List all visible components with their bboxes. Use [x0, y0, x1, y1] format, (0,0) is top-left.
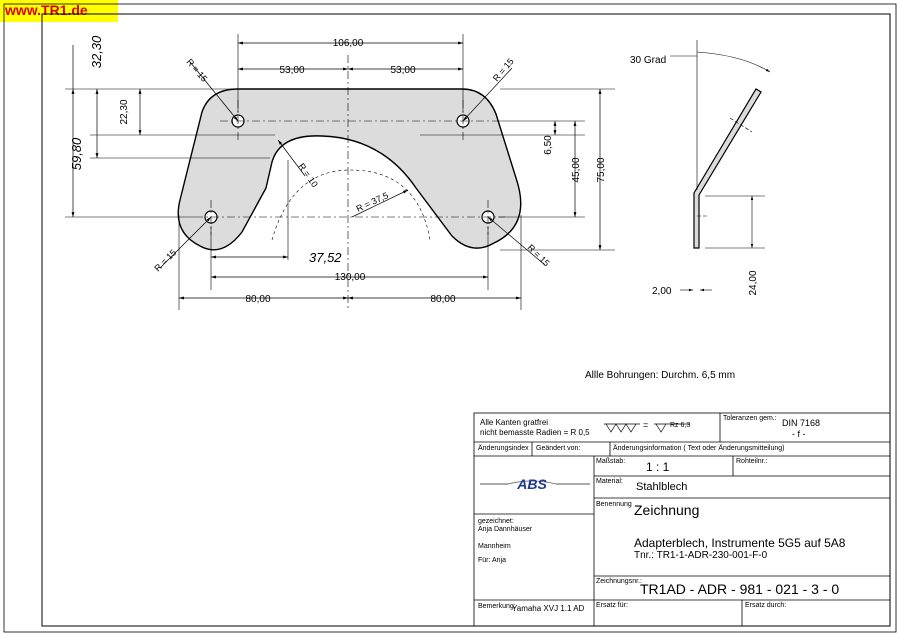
replacement-for-label: Ersatz für:: [596, 602, 628, 609]
title-block-grid: [473, 412, 891, 627]
side-view-lines: [670, 40, 771, 292]
abs-logo: ABS: [480, 476, 590, 492]
side-height: 24,00: [748, 270, 759, 295]
side-view-plate: [693, 88, 762, 249]
tolerance-grade: - f -: [792, 429, 806, 439]
change-index-label: Änderungsindex: [478, 445, 529, 452]
designation-label: Benennung: [596, 501, 632, 508]
designation-title: Zeichnung: [634, 502, 700, 518]
replaced-by-label: Ersatz durch:: [745, 602, 787, 609]
extension-lines: [65, 34, 615, 310]
edges-note-1: Alle Kanten gratfrei: [480, 418, 549, 427]
drawn-name: Anja Dannhäuser: [478, 526, 533, 533]
holes-note: Allle Bohrungen: Durchm. 6,5 mm: [585, 370, 735, 381]
drawn-for: Für: Anja: [478, 557, 507, 564]
side-angle: 30 Grad: [630, 55, 666, 66]
radius-bottom-right: R = 15: [526, 242, 552, 268]
change-info-label: Änderungsinformation ( Text oder Änderun…: [613, 445, 785, 452]
tolerance-label: Toleranzen gem.:: [723, 415, 777, 422]
surface-finish-icon: [604, 423, 690, 433]
tolerance-std: DIN 7168: [782, 418, 821, 428]
designation-line1: Adapterblech, Instrumente 5G5 auf 5A8: [634, 536, 846, 550]
edges-note-2: nicht bemasste Radien = R 0,5: [480, 428, 590, 437]
changed-by-label: Geändert von:: [536, 445, 581, 452]
scale-value: 1 : 1: [646, 460, 670, 474]
logo-text: ABS: [516, 476, 547, 492]
surface-eq: =: [643, 420, 649, 430]
dim-half-left: 53,00: [279, 65, 304, 76]
dim-notch-x: 37,52: [309, 250, 342, 265]
dim-notch-offset: 6,50: [543, 135, 554, 155]
radius-top-right: R = 15: [491, 56, 516, 83]
surface-value: Rz 6,3: [670, 422, 691, 429]
scale-label: Maßstab:: [596, 458, 626, 465]
material-label: Material:: [596, 478, 623, 485]
drawing-no-label: Zeichnungsnr.:: [596, 578, 642, 585]
dim-left-h2: 22,30: [119, 99, 130, 124]
dim-left-h1: 32,30: [89, 35, 104, 68]
adapter-plate-outline: [177, 88, 522, 251]
dim-bottom-total: 130,00: [335, 272, 366, 283]
radius-top-left: R = 15: [184, 57, 209, 84]
radius-arc: R = 37,5: [355, 190, 390, 214]
radius-leaders: [159, 61, 546, 269]
outer-frame: [3, 3, 897, 633]
radius-notch: R = 10: [296, 161, 320, 189]
raw-part-label: Rohteilnr.:: [736, 458, 768, 465]
radius-bottom-left: R = 15: [152, 247, 178, 273]
remark-value: Yamaha XVJ 1.1 AD: [512, 604, 585, 613]
designation-line2: Tnr.: TR1-1-ADR-230-001-F-0: [634, 550, 768, 561]
drawing-no: TR1AD - ADR - 981 - 021 - 3 - 0: [640, 581, 840, 597]
dim-width-top: 106,00: [333, 38, 364, 49]
dim-hole-spacing-v: 45,00: [571, 157, 582, 182]
drawn-label: gezeichnet:: [478, 518, 514, 525]
dim-bottom-left: 80,00: [245, 294, 270, 305]
dim-half-right: 53,00: [390, 65, 415, 76]
drawn-city: Mannheim: [478, 543, 511, 550]
inner-frame: [41, 13, 891, 627]
dimension-lines: [71, 41, 602, 300]
dim-left-h3: 59,80: [69, 137, 84, 170]
dim-bottom-right: 80,00: [430, 294, 455, 305]
side-thickness: 2,00: [652, 286, 672, 297]
dim-height-total: 75,00: [596, 157, 607, 182]
remark-label: Bemerkung:: [478, 603, 516, 610]
material-value: Stahlblech: [636, 481, 688, 493]
